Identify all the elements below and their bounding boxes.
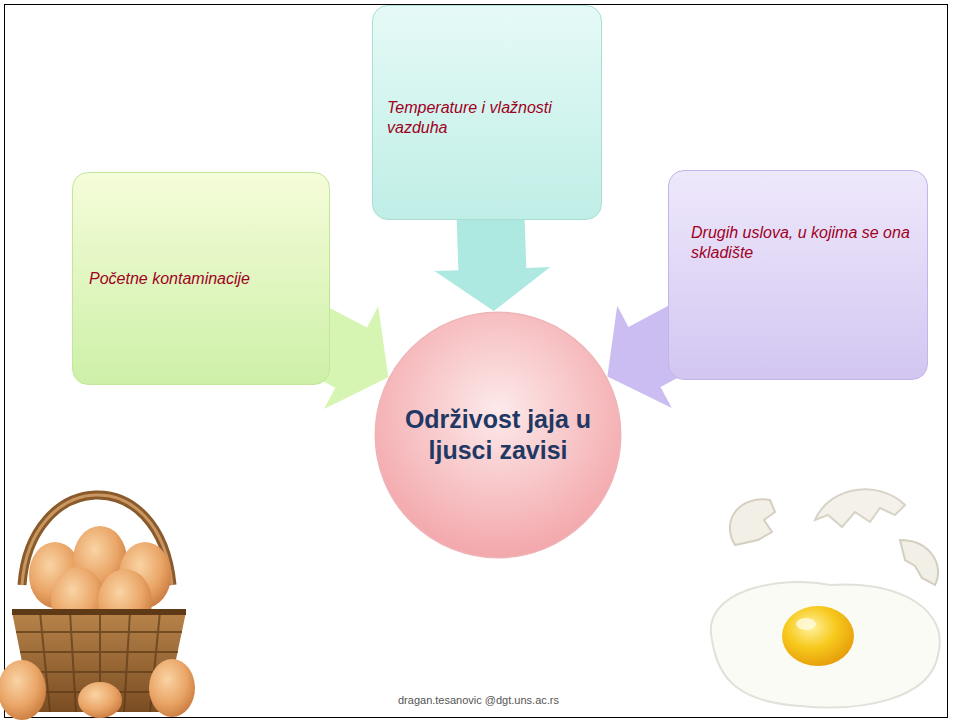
factor-box: Temperature i vlažnosti vazduha bbox=[372, 5, 602, 220]
circle-text: Održivost jaja u ljusci zavisi bbox=[398, 404, 598, 467]
box-text: Temperature i vlažnosti vazduha bbox=[387, 98, 587, 138]
cracked-egg bbox=[711, 489, 940, 707]
egg-basket bbox=[0, 495, 195, 720]
circle-outline bbox=[374, 311, 622, 559]
box-text: Drugih uslova, u kojima se ona skladište bbox=[691, 223, 913, 263]
center-circle: Održivost jaja u ljusci zavisi bbox=[374, 311, 622, 559]
factor-box: Početne kontaminacije bbox=[72, 172, 330, 385]
factor-box: Drugih uslova, u kojima se ona skladište bbox=[668, 170, 928, 380]
box-text: Početne kontaminacije bbox=[89, 269, 250, 289]
footer-email: dragan.tesanovic @dgt.uns.ac.rs bbox=[398, 694, 559, 706]
